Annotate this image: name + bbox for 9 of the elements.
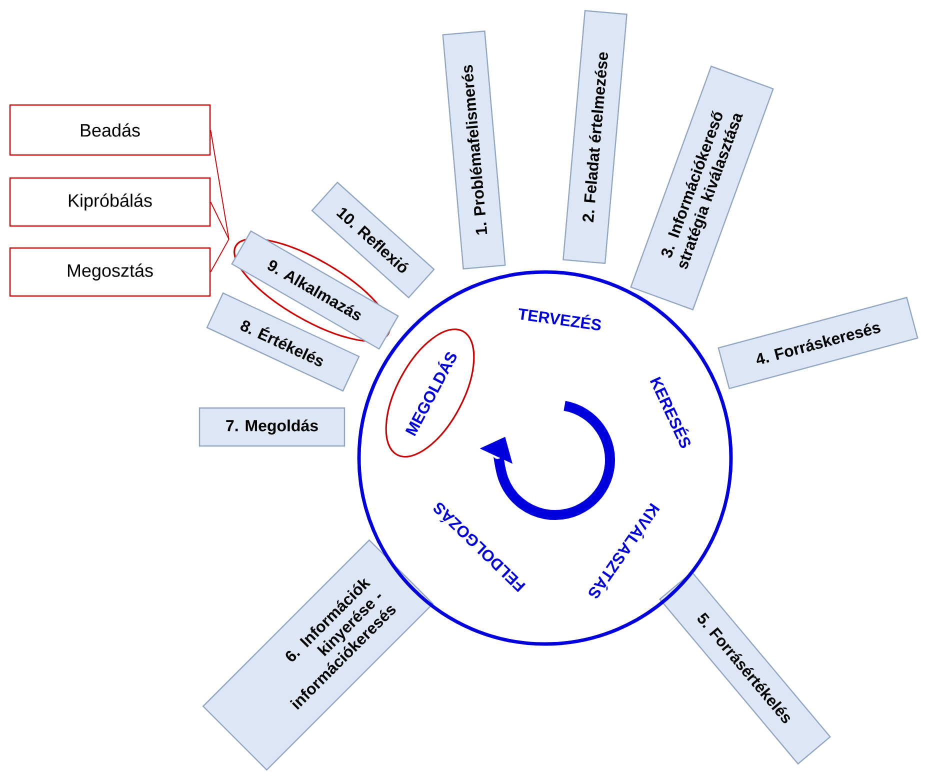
- leader-line: [210, 202, 230, 240]
- phase-label: TERVEZÉS: [518, 308, 601, 330]
- leader-line: [210, 238, 230, 272]
- step-box: 2. Feladat értelmezése: [562, 10, 628, 264]
- leader-line: [210, 130, 230, 240]
- step-box: 7. Megoldás: [198, 407, 346, 447]
- label-box: Beadás: [9, 104, 211, 156]
- label-box: Megosztás: [9, 247, 211, 297]
- label-box: Kipróbálás: [9, 177, 211, 227]
